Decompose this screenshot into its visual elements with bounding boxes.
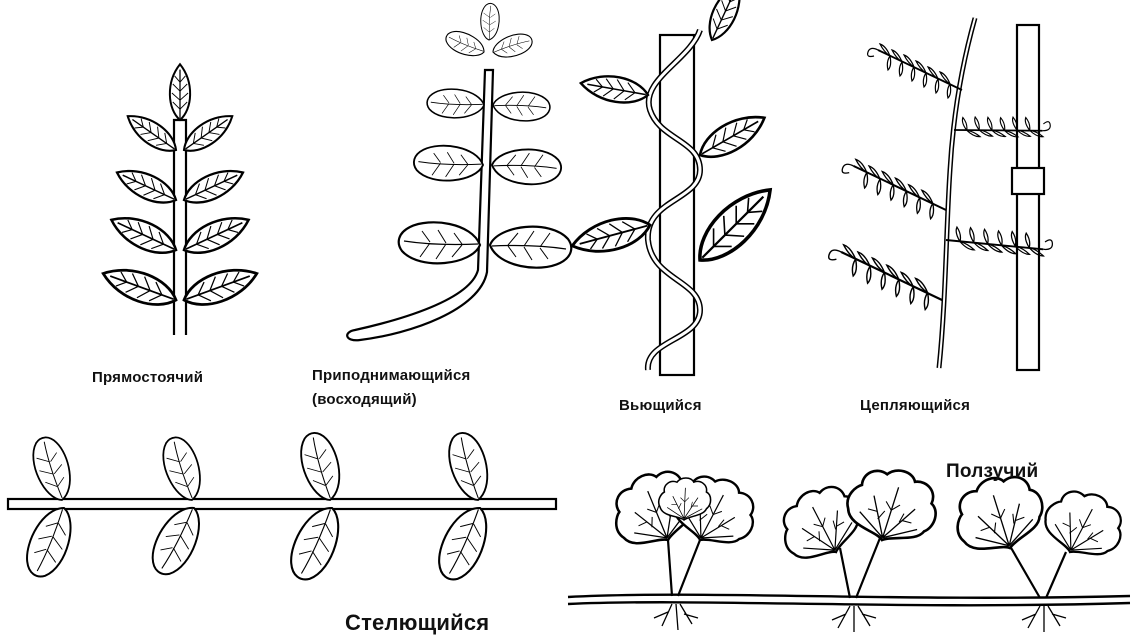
- label-climbing: Цепляющийся: [860, 397, 970, 414]
- label-twining: Вьющийся: [619, 397, 702, 414]
- upright-stem-illustration: [98, 64, 261, 335]
- climbing-stem-illustration: [829, 18, 1056, 370]
- ascending-stem-illustration: [347, 3, 571, 340]
- twining-stem-illustration: [568, 0, 783, 375]
- label-ascending-line2: (восходящий): [312, 391, 417, 408]
- label-creeping: Ползучий: [946, 461, 1038, 483]
- procumbent-stem-illustration: [8, 428, 556, 586]
- label-ascending-line1: Приподнимающийся: [312, 367, 470, 384]
- label-upright: Прямостоячий: [92, 369, 203, 386]
- label-procumbent: Стелющийся: [345, 610, 489, 636]
- creeping-stem-illustration: [568, 459, 1133, 632]
